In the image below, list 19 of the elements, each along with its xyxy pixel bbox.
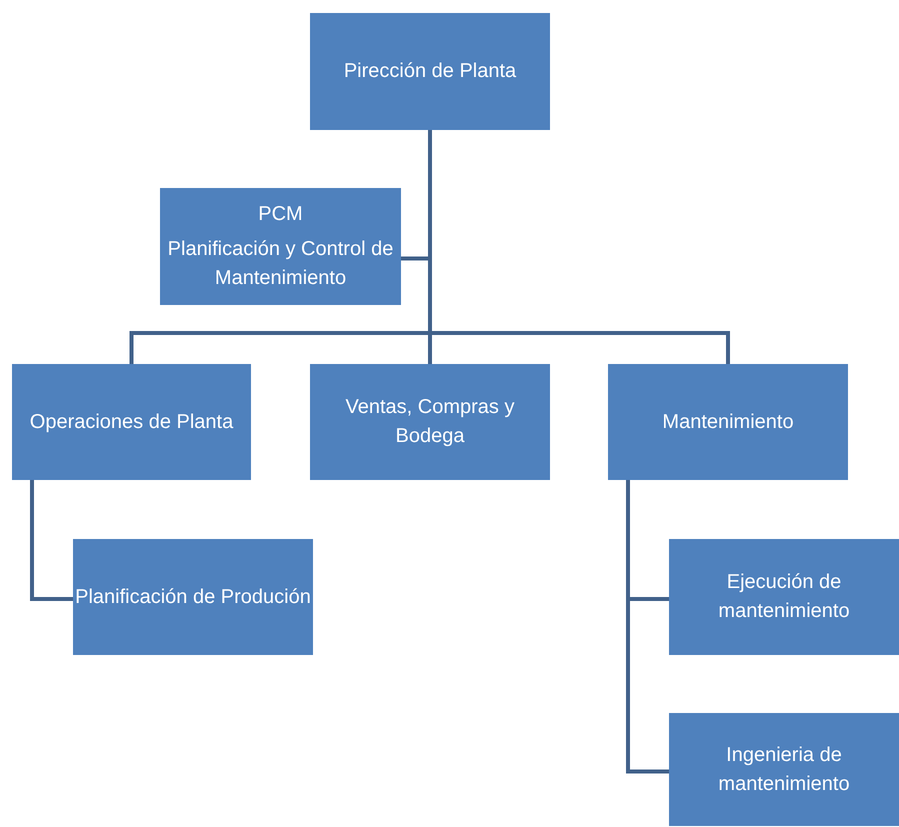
box-heading: PCM	[258, 202, 303, 227]
org-box	[608, 364, 848, 480]
box-label: Pirección de Planta	[344, 59, 516, 84]
box-label: Ejecución de mantenimiento	[717, 570, 851, 624]
org-box	[310, 364, 550, 480]
org-box	[73, 539, 313, 655]
box-label: Mantenimiento	[662, 410, 794, 434]
box-label: Operaciones de Planta	[30, 410, 234, 434]
org-box	[310, 13, 550, 130]
box-label: Planificación de Produción	[75, 584, 311, 610]
connector-line	[626, 480, 669, 774]
org-box	[160, 188, 401, 305]
connector-line	[30, 480, 73, 601]
org-box	[669, 713, 899, 826]
box-label: Planificación y Control de Mantenimiento	[166, 237, 394, 291]
box-label: Ventas, Compras y Bodega	[344, 395, 516, 449]
org-box	[669, 539, 899, 655]
box-label: Ingenieria de mantenimiento	[717, 742, 851, 796]
org-box	[12, 364, 251, 480]
